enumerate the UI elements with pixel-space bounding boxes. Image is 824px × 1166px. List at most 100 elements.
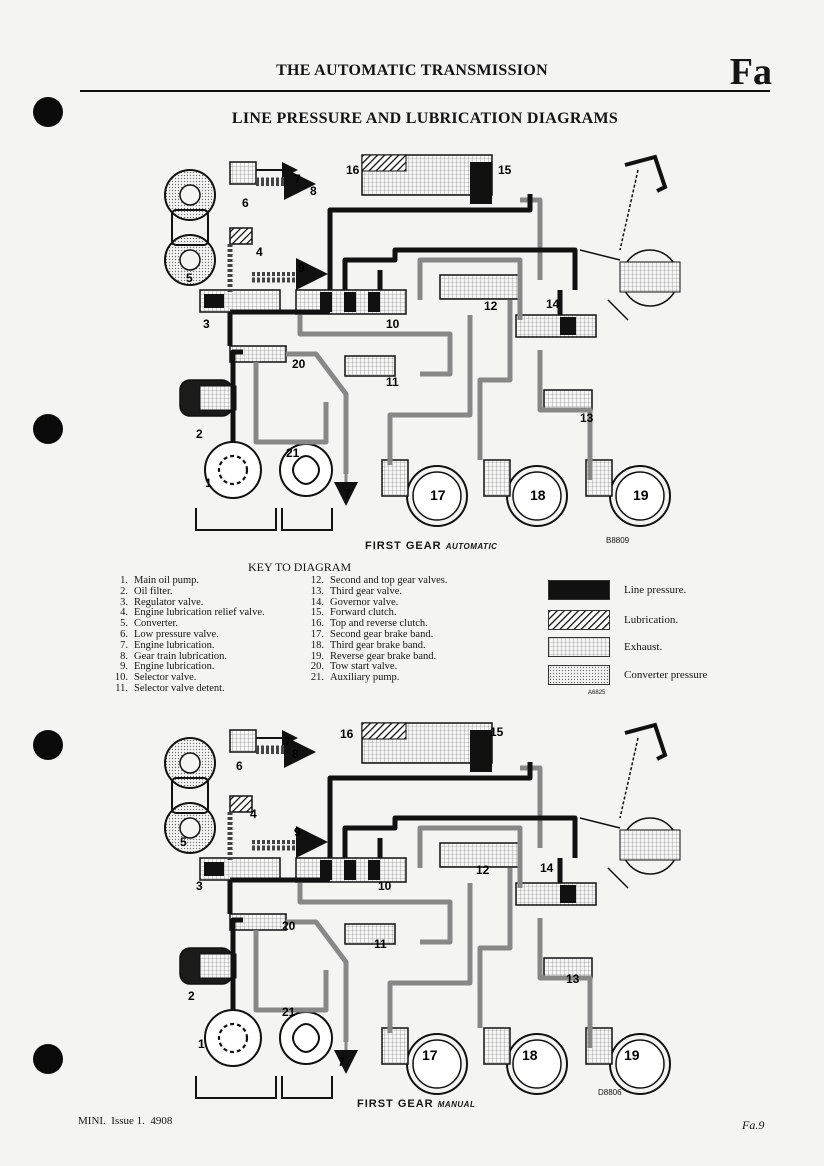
- key-item-number: 14.: [310, 596, 324, 608]
- binder-hole: [33, 1044, 63, 1074]
- key-item-label: Main oil pump.: [134, 575, 200, 586]
- key-item-number: 12.: [310, 575, 324, 586]
- callout-12: 12: [484, 299, 498, 313]
- key-item: 2.Oil filter.: [108, 585, 265, 598]
- key-item-number: 21.: [310, 672, 324, 684]
- key-item: 3.Regulator valve.: [108, 596, 265, 609]
- key-item-label: Engine lubrication.: [134, 661, 215, 673]
- key-item-label: Second and top gear valves.: [330, 575, 448, 586]
- callout-15: 15: [490, 725, 504, 739]
- callout-3: 3: [203, 317, 210, 331]
- diagram-automatic: 1 2 3 4 5 6 7 8 9 10 11 12 13 14 15 16 1…: [0, 150, 824, 560]
- key-item: 13.Third gear valve.: [304, 585, 448, 598]
- callout-7: 7: [284, 735, 291, 749]
- key-item: 5.Converter.: [108, 618, 265, 630]
- key-title: KEY TO DIAGRAM: [248, 560, 352, 574]
- callout-21: 21: [286, 446, 300, 460]
- key-item: 14.Governor valve.: [304, 596, 448, 609]
- key-item-label: Oil filter.: [134, 585, 173, 597]
- key-item-label: Engine lubrication.: [134, 639, 215, 651]
- key-item-number: 20.: [310, 661, 324, 673]
- key-item: 7.Engine lubrication.: [108, 639, 265, 652]
- callout-15: 15: [498, 163, 512, 177]
- key-item-label: Selector valve detent.: [134, 682, 225, 694]
- key-item-number: 3.: [120, 596, 128, 608]
- key-item-label: Selector valve.: [134, 672, 197, 684]
- caption-manual: FIRST GEAR MANUAL: [357, 1098, 476, 1110]
- key-item-number: 18.: [310, 639, 324, 651]
- binder-hole: [33, 97, 63, 127]
- key-item-label: Low pressure valve.: [134, 628, 219, 640]
- callout-7: 7: [294, 172, 301, 186]
- legend-lubrication: Lubrication.: [548, 610, 678, 630]
- key-item-label: Forward clutch.: [330, 607, 397, 619]
- caption-automatic: FIRST GEAR AUTOMATIC: [365, 540, 498, 552]
- key-item-label: Third gear brake band.: [330, 639, 426, 651]
- legend-swatch-hatch: [548, 610, 610, 630]
- key-item-number: 15.: [310, 607, 324, 619]
- key-item-number: 10.: [114, 672, 128, 684]
- legend-line-pressure: Line pressure.: [548, 580, 686, 600]
- ref-automatic: B8809: [606, 536, 630, 545]
- callout-2: 2: [196, 427, 203, 441]
- callout-3: 3: [196, 879, 203, 893]
- callout-5: 5: [186, 271, 193, 285]
- callout-17: 17: [430, 487, 446, 503]
- callout-9: 9: [294, 825, 301, 839]
- callout-1: 1: [205, 476, 212, 490]
- callout-7b: 7: [338, 1055, 345, 1069]
- callout-19: 19: [633, 487, 649, 503]
- legend-converter-pressure: Converter pressure: [548, 665, 707, 685]
- footer-page-number: Fa.9: [742, 1118, 765, 1132]
- key-item: 20.Tow start valve.: [304, 662, 448, 673]
- legend-swatch-solid: [548, 580, 610, 600]
- key-item: 10. Selector valve.: [108, 672, 265, 684]
- key-item: 1. Main oil pump.: [108, 575, 265, 587]
- callout-6: 6: [236, 759, 243, 773]
- key-item: 9.Engine lubrication.: [108, 662, 265, 673]
- callout-4: 4: [256, 245, 263, 259]
- legend-swatch-dots: [548, 665, 610, 685]
- key-item: 4.Engine lubrication relief valve.: [108, 608, 265, 619]
- callout-18: 18: [522, 1047, 538, 1063]
- key-list-col2: 12.Second and top gear valves.13.Third g…: [304, 575, 448, 684]
- key-item: 15. Forward clutch.: [304, 608, 448, 619]
- page-subtitle: LINE PRESSURE AND LUBRICATION DIAGRAMS: [231, 110, 619, 127]
- callout-12: 12: [476, 863, 490, 877]
- section-code: Fa: [729, 51, 772, 93]
- key-item-label: Second gear brake band.: [330, 628, 434, 640]
- callout-14: 14: [540, 861, 554, 875]
- diagram-manual: 1 2 3 4 5 6 7 8 9 10 11 12 13 14 15 16 1…: [0, 718, 824, 1113]
- key-item-number: 4.: [120, 607, 128, 619]
- binder-hole: [33, 730, 63, 760]
- key-item-number: 8.: [120, 650, 128, 662]
- callout-19: 19: [624, 1047, 640, 1063]
- key-item: 17. Second gear brake band.: [304, 628, 448, 641]
- key-item-label: Converter.: [134, 618, 179, 630]
- callout-21: 21: [282, 1005, 296, 1019]
- callout-20: 20: [282, 919, 296, 933]
- callout-7b: 7: [344, 487, 351, 501]
- callout-9: 9: [298, 261, 305, 275]
- key-item-number: 6.: [120, 628, 128, 640]
- callout-10: 10: [386, 317, 400, 331]
- callout-6: 6: [242, 196, 249, 210]
- key-item: 11.Selector valve detent.: [108, 682, 265, 695]
- key-item: 18. Third gear brake band.: [304, 639, 448, 652]
- callout-8: 8: [292, 747, 299, 761]
- key-item-number: 13.: [310, 585, 324, 597]
- callout-17: 17: [422, 1047, 438, 1063]
- callout-4: 4: [250, 807, 257, 821]
- callout-8: 8: [310, 184, 317, 198]
- legend-ref: A6825: [588, 690, 606, 696]
- callout-16: 16: [346, 163, 360, 177]
- key-list-col1: 1. Main oil pump.2.Oil filter.3.Regulator…: [108, 575, 265, 695]
- key-item-number: 17.: [310, 628, 324, 640]
- binder-hole: [33, 414, 63, 444]
- callout-2: 2: [188, 989, 195, 1003]
- key-item-label: Reverse gear brake band.: [330, 650, 437, 662]
- key-item-number: 1.: [120, 575, 128, 586]
- key-item-label: Top and reverse clutch.: [330, 618, 428, 630]
- callout-11: 11: [386, 375, 399, 389]
- callout-1: 1: [198, 1037, 205, 1051]
